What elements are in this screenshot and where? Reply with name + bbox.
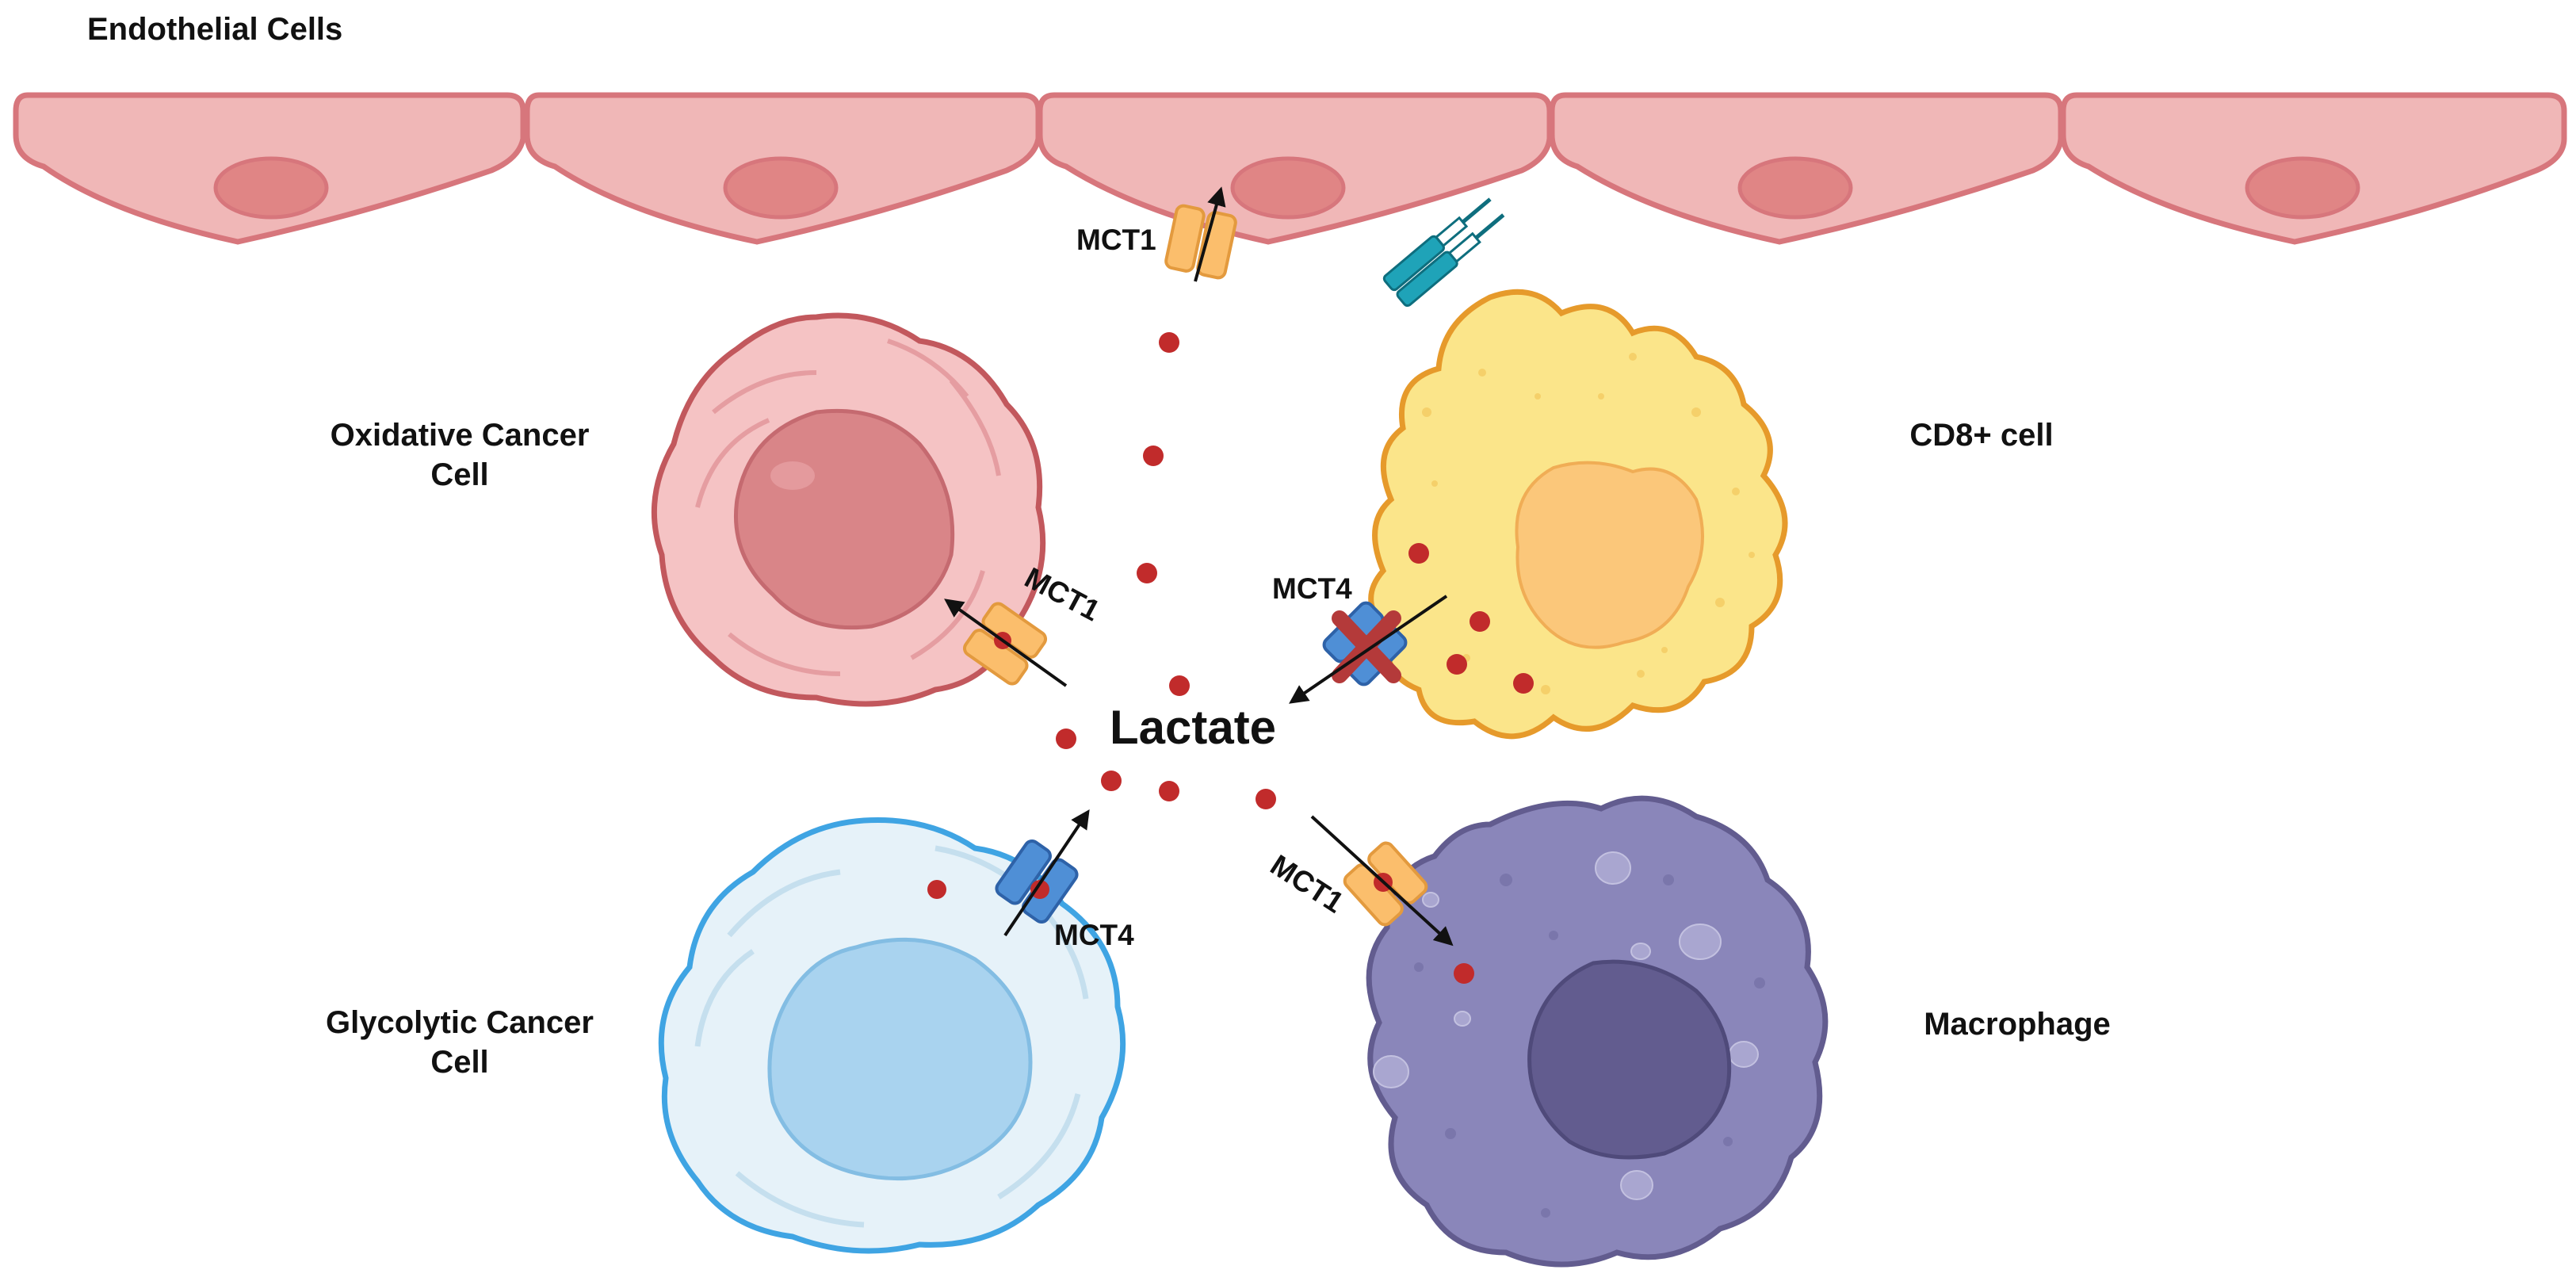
lactate-dot	[1454, 963, 1474, 984]
cd8-t-cell	[1368, 289, 1788, 740]
lactate-dot	[1030, 880, 1049, 899]
glycolytic-nucleus	[767, 937, 1033, 1181]
lactate-dots	[1056, 332, 1276, 809]
lactate-dot	[1470, 611, 1490, 632]
oxidative-mct1-arrow	[944, 599, 1068, 687]
macrophage-label: Macrophage	[1924, 1007, 2111, 1042]
lactate-dot	[1513, 673, 1534, 694]
lactate-dot	[1101, 771, 1122, 791]
cd8-mct4-arrow	[1289, 595, 1448, 704]
cd8-mct4-label: MCT4	[1272, 572, 1352, 605]
glycolytic-cancer-cell	[658, 817, 1126, 1254]
lactate-dot	[1447, 654, 1467, 675]
lactate-dot	[1056, 729, 1076, 749]
cd8-label: CD8+ cell	[1909, 418, 2053, 453]
lactate-dot	[1256, 789, 1276, 809]
glycolytic-mct4-label: MCT4	[1054, 919, 1134, 951]
lactate-dot	[1137, 563, 1157, 583]
glycolytic-label-line2: Cell	[430, 1045, 488, 1080]
macrophage-mct1-arrow	[1310, 815, 1454, 947]
oxidative-mct1-label: MCT1	[1019, 561, 1105, 627]
macrophage	[1366, 795, 1829, 1268]
endothelial-mct1-transporter	[1163, 202, 1239, 281]
lactate-dot	[1169, 675, 1190, 696]
t-cell-receptor-icon	[1382, 197, 1505, 308]
endothelial-layer	[13, 92, 2567, 245]
lactate-dot	[927, 880, 946, 899]
lactate-dot	[1408, 543, 1429, 564]
oxidative-label-line2: Cell	[430, 457, 488, 492]
lactate-dot	[1143, 446, 1164, 466]
endothelial-cell	[2060, 92, 2567, 245]
oxidative-label-line1: Oxidative Cancer	[331, 418, 590, 453]
blocked-x-icon	[1332, 610, 1401, 683]
lactate-label: Lactate	[1110, 701, 1276, 754]
endothelial-cells-label: Endothelial Cells	[87, 12, 342, 47]
endothelial-cell	[1037, 92, 1553, 245]
lactate-dot	[1159, 332, 1179, 353]
endothelial-cell	[524, 92, 1041, 245]
lactate-dot	[1159, 781, 1179, 801]
endothelial-mct1-arrow	[1194, 186, 1226, 282]
endothelial-cell	[13, 92, 526, 245]
glycolytic-label-line1: Glycolytic Cancer	[326, 1005, 594, 1040]
macrophage-mct1-label: MCT1	[1265, 848, 1350, 919]
macrophage-nucleus	[1527, 959, 1732, 1160]
glycolytic-mct4-arrow	[1003, 809, 1090, 937]
cd8-nucleus	[1515, 461, 1704, 649]
endothelial-cell	[1549, 92, 2064, 245]
endothelial-mct1-label: MCT1	[1076, 224, 1156, 256]
